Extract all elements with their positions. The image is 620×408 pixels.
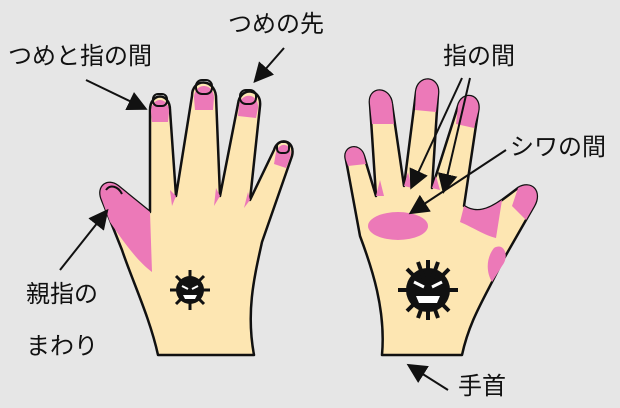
pointer-arrows	[59, 47, 507, 391]
germ-icon	[170, 270, 210, 310]
nail-middle	[194, 86, 214, 110]
label-wrist: 手首	[458, 372, 506, 400]
fingertip-pinky	[345, 147, 366, 166]
arrow-nail-tip	[253, 47, 285, 84]
palm-wrinkle-area	[368, 212, 428, 240]
arrow-wrist	[406, 363, 449, 391]
palm-edge	[487, 246, 506, 282]
thumb-base	[460, 200, 502, 238]
germ-icon	[398, 260, 458, 320]
label-thumb-line1: 親指の	[26, 280, 98, 308]
arrow-thumb	[59, 208, 109, 271]
fingertip-ring	[369, 90, 394, 124]
right-hand-palm	[344, 78, 539, 357]
arrow-between-fingers-2	[437, 77, 471, 194]
right-finger-gap	[376, 180, 384, 196]
arrow-nail-finger	[85, 79, 148, 111]
thumb-area	[100, 182, 152, 272]
thumb-tip	[512, 185, 537, 220]
label-nail-tip: つめの先	[228, 10, 324, 38]
left-hand-back	[99, 79, 294, 357]
label-between-wrinkles: シワの間	[510, 133, 606, 161]
left-finger-gap	[244, 192, 250, 208]
left-finger-gap	[170, 190, 176, 206]
arrow-between-fingers-1	[409, 77, 463, 190]
label-between-fingers: 指の間	[443, 42, 515, 70]
arrow-wrinkles	[408, 149, 507, 215]
label-thumb-line2: まわり	[26, 332, 98, 360]
fingertip-middle	[415, 79, 439, 112]
label-nail-and-finger: つめと指の間	[8, 42, 152, 70]
nail-ring	[238, 95, 259, 118]
fingertip-index	[456, 95, 479, 128]
left-finger-gap	[214, 188, 220, 206]
